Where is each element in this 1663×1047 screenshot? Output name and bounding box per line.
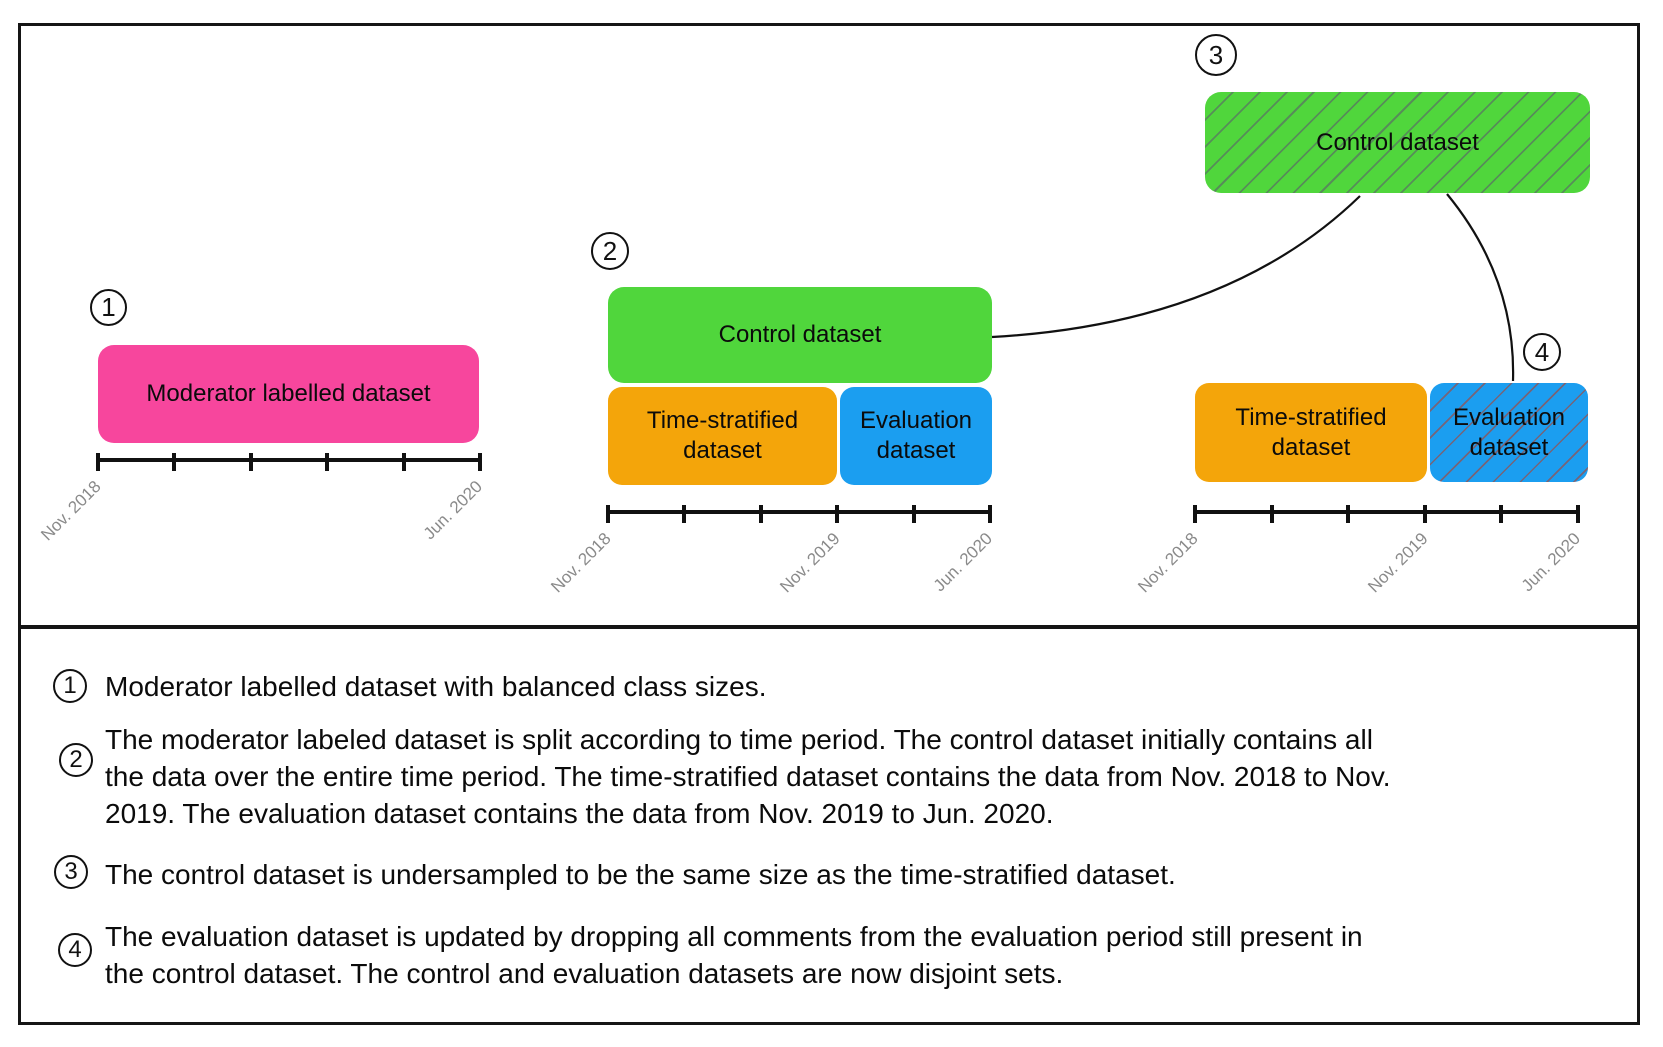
- timeline-tick: [478, 453, 482, 471]
- timeline-tick: [988, 505, 992, 523]
- legend-badge-2: 2: [59, 743, 93, 777]
- legend-line: Moderator labelled dataset with balanced…: [105, 671, 767, 702]
- step-4-badge: 4: [1523, 333, 1561, 371]
- timeline-tick: [1193, 505, 1197, 523]
- timeline-tick: [96, 453, 100, 471]
- step-2-badge: 2: [591, 232, 629, 270]
- evaluation-dataset-box-3-hatched: Evaluation dataset: [1430, 383, 1588, 482]
- timeline-tick: [248, 453, 253, 471]
- timeline-tick: [1576, 505, 1580, 523]
- outer-frame: [18, 23, 1640, 1025]
- legend-badge-3: 3: [54, 855, 88, 889]
- timeline-1: Nov. 2018 Jun. 2020: [37, 453, 486, 544]
- evaluation-dataset-box-2: Evaluation dataset: [840, 387, 992, 485]
- legend-text-4: The evaluation dataset is updated by dro…: [105, 918, 1615, 992]
- step-1-badge: 1: [90, 289, 127, 326]
- timeline-tick: [1422, 505, 1427, 523]
- timeline-tick: [325, 453, 330, 471]
- control-dataset-box-2: Control dataset: [608, 287, 992, 383]
- legend-badge-1: 1: [53, 669, 87, 703]
- timeline-tick: [606, 505, 610, 523]
- timeline-tick: [1499, 505, 1504, 523]
- legend-line: 2019. The evaluation dataset contains th…: [105, 798, 1054, 829]
- time-stratified-dataset-box-2: Time-stratified dataset: [608, 387, 837, 485]
- legend-text-1: Moderator labelled dataset with balanced…: [105, 668, 1615, 705]
- legend-text-3: The control dataset is undersampled to b…: [105, 856, 1615, 893]
- timeline-tick: [1346, 505, 1351, 523]
- legend-line: The control dataset is undersampled to b…: [105, 859, 1176, 890]
- timeline-tick: [1269, 505, 1274, 523]
- timeline-tick: [682, 505, 687, 523]
- timeline-3: Nov. 2018 Nov. 2019 Jun. 2020: [1134, 505, 1584, 596]
- legend-line: The evaluation dataset is updated by dro…: [105, 921, 1363, 952]
- legend-badge-4: 4: [58, 933, 92, 967]
- control-dataset-box-3-hatched: Control dataset: [1205, 92, 1590, 193]
- timeline-tick: [911, 505, 916, 523]
- panel-divider: [18, 625, 1640, 629]
- legend-line: the control dataset. The control and eva…: [105, 958, 1064, 989]
- timeline-tick: [835, 505, 840, 523]
- step-3-badge: 3: [1195, 34, 1237, 76]
- moderator-labelled-dataset-box: Moderator labelled dataset: [98, 345, 479, 443]
- timeline-tick: [172, 453, 177, 471]
- timeline-tick: [401, 453, 406, 471]
- legend-line: The moderator labeled dataset is split a…: [105, 724, 1373, 755]
- timeline-2: Nov. 2018 Nov. 2019 Jun. 2020: [547, 505, 996, 596]
- legend-line: the data over the entire time period. Th…: [105, 761, 1391, 792]
- timeline-tick: [758, 505, 763, 523]
- time-stratified-dataset-box-3: Time-stratified dataset: [1195, 383, 1427, 482]
- legend-text-2: The moderator labeled dataset is split a…: [105, 721, 1615, 832]
